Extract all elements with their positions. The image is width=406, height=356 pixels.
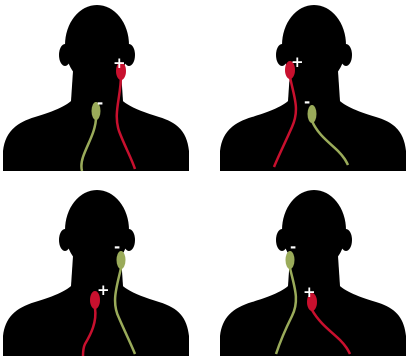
head-silhouette xyxy=(3,5,189,171)
head-silhouette xyxy=(220,5,406,171)
negative-sign: - xyxy=(97,94,103,112)
positive-sign: + xyxy=(303,283,316,301)
head-silhouette xyxy=(220,190,406,356)
panel-top-left: + - xyxy=(3,5,189,171)
negative-sign: - xyxy=(304,93,310,111)
positive-sign: + xyxy=(113,54,126,72)
panel-bottom-right: - + xyxy=(220,190,406,356)
positive-sign: + xyxy=(291,53,304,71)
positive-sign: + xyxy=(97,281,110,299)
panel-bottom-left: - + xyxy=(3,190,189,356)
negative-sign: - xyxy=(290,238,296,256)
negative-sign: - xyxy=(114,238,120,256)
panel-top-right: + - xyxy=(220,5,406,171)
head-silhouette xyxy=(3,190,189,356)
